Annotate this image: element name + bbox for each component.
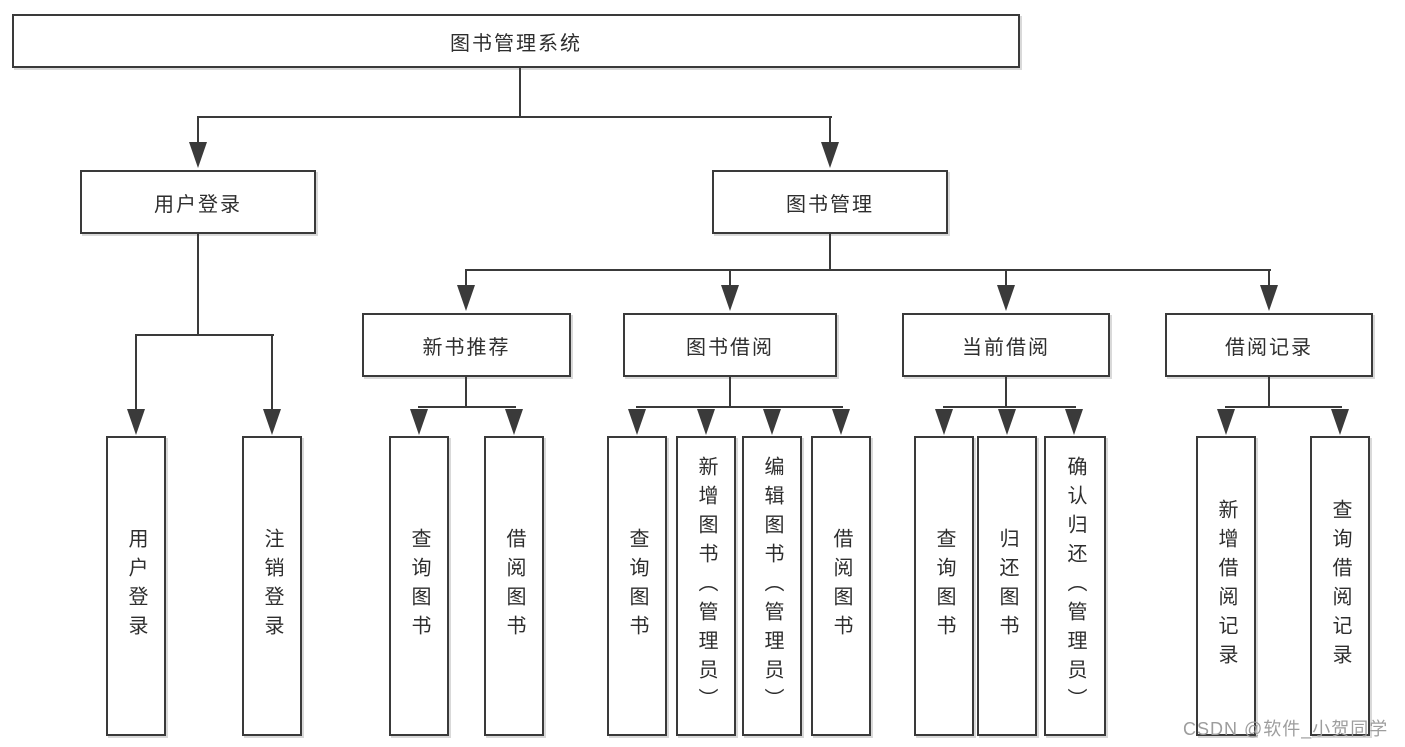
leaf-recommend-query-books: 查询图书: [389, 436, 449, 736]
connector-line: [1005, 377, 1007, 408]
arrowhead-down-icon: [697, 409, 715, 435]
connector-line: [197, 234, 199, 336]
connector-line: [465, 377, 467, 408]
connector-line: [135, 334, 274, 336]
connector-line: [636, 406, 843, 408]
connector-line: [829, 118, 831, 146]
node-book-management: 图书管理: [712, 170, 948, 234]
arrowhead-down-icon: [997, 285, 1015, 311]
leaf-label: 借阅图书: [830, 528, 852, 644]
node-borrowing-records: 借阅记录: [1165, 313, 1373, 377]
leaf-records-add-borrow-record: 新增借阅记录: [1196, 436, 1256, 736]
leaf-records-query-borrow-record: 查询借阅记录: [1310, 436, 1370, 736]
arrowhead-down-icon: [628, 409, 646, 435]
csdn-watermark: CSDN @软件_小贺同学: [1183, 719, 1389, 739]
leaf-label: 新增借阅记录: [1215, 499, 1237, 673]
connector-line: [1268, 271, 1270, 289]
node-label: 借阅记录: [1225, 336, 1313, 359]
connector-line: [271, 336, 273, 412]
leaf-borrowing-edit-books-admin: 编辑图书（管理员）: [742, 436, 802, 736]
connector-line: [943, 406, 1076, 408]
leaf-label: 查询图书: [933, 528, 955, 644]
node-new-book-recommendation: 新书推荐: [362, 313, 571, 377]
connector-line: [1268, 377, 1270, 408]
leaf-user-login: 用户登录: [106, 436, 166, 736]
leaf-recommend-borrow-books: 借阅图书: [484, 436, 544, 736]
arrowhead-down-icon: [1065, 409, 1083, 435]
leaf-label: 查询借阅记录: [1329, 499, 1351, 673]
node-label: 新书推荐: [422, 336, 511, 359]
connector-line: [829, 234, 831, 271]
leaf-borrowing-query-books: 查询图书: [607, 436, 667, 736]
leaf-current-query-books: 查询图书: [914, 436, 974, 736]
leaf-label: 查询图书: [408, 528, 430, 644]
connector-line: [729, 377, 731, 408]
arrowhead-down-icon: [832, 409, 850, 435]
node-book-borrowing: 图书借阅: [623, 313, 837, 377]
arrowhead-down-icon: [763, 409, 781, 435]
arrowhead-down-icon: [721, 285, 739, 311]
leaf-logout: 注销登录: [242, 436, 302, 736]
connector-line: [1225, 406, 1342, 408]
connector-line: [197, 118, 199, 146]
arrowhead-down-icon: [127, 409, 145, 435]
arrowhead-down-icon: [505, 409, 523, 435]
arrowhead-down-icon: [1217, 409, 1235, 435]
arrowhead-down-icon: [457, 285, 475, 311]
arrowhead-down-icon: [189, 142, 207, 168]
leaf-current-confirm-return-admin: 确认归还（管理员）: [1044, 436, 1106, 736]
connector-line: [197, 116, 832, 118]
node-label: 当前借阅: [962, 336, 1050, 359]
node-library-management-system: 图书管理系统: [12, 14, 1020, 68]
connector-line: [418, 406, 516, 408]
leaf-label: 用户登录: [125, 528, 147, 644]
node-current-borrowing: 当前借阅: [902, 313, 1110, 377]
connector-line: [729, 271, 731, 289]
arrowhead-down-icon: [1260, 285, 1278, 311]
leaf-borrowing-add-books-admin: 新增图书（管理员）: [676, 436, 736, 736]
arrowhead-down-icon: [935, 409, 953, 435]
node-label: 图书管理系统: [450, 32, 582, 55]
arrowhead-down-icon: [410, 409, 428, 435]
node-user-login: 用户登录: [80, 170, 316, 234]
connector-line: [1005, 271, 1007, 289]
arrowhead-down-icon: [998, 409, 1016, 435]
leaf-label: 注销登录: [261, 528, 283, 644]
leaf-label: 借阅图书: [503, 528, 525, 644]
leaf-label: 确认归还（管理员）: [1064, 455, 1086, 717]
node-label: 用户登录: [154, 193, 242, 216]
connector-line: [135, 336, 137, 412]
leaf-borrowing-borrow-books: 借阅图书: [811, 436, 871, 736]
leaf-label: 查询图书: [626, 528, 648, 644]
arrowhead-down-icon: [263, 409, 281, 435]
leaf-label: 编辑图书（管理员）: [761, 455, 783, 717]
arrowhead-down-icon: [821, 142, 839, 168]
connector-line: [465, 269, 1271, 271]
leaf-label: 新增图书（管理员）: [695, 455, 717, 717]
leaf-current-return-books: 归还图书: [977, 436, 1037, 736]
connector-line: [519, 68, 521, 118]
node-label: 图书管理: [786, 193, 874, 216]
arrowhead-down-icon: [1331, 409, 1349, 435]
connector-line: [465, 271, 467, 289]
leaf-label: 归还图书: [996, 528, 1018, 644]
node-label: 图书借阅: [686, 336, 774, 359]
